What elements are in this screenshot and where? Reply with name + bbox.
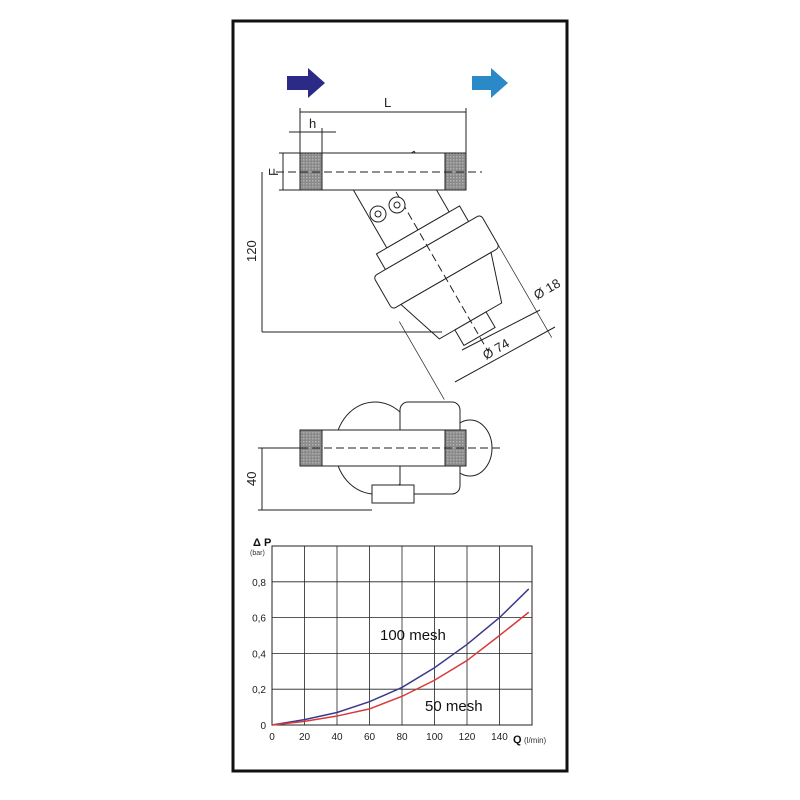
series-line-50-mesh [271, 611, 530, 726]
dim-d18-label: Ø 18 [531, 276, 563, 303]
x-tick-label: 60 [364, 732, 376, 743]
series-label-50-mesh: 50 mesh [425, 698, 483, 715]
dim-length-label: L [384, 95, 391, 110]
y-tick-label: 0 [260, 721, 266, 732]
x-tick-label: 120 [459, 732, 476, 743]
x-tick-label: 20 [299, 732, 311, 743]
y-axis-unit: (bar) [250, 550, 265, 557]
x-axis-unit: (l/min) [524, 736, 547, 745]
frame [231, 19, 569, 773]
outlet-arrow-icon [472, 68, 508, 98]
inlet-arrow-icon [287, 68, 325, 98]
x-tick-label: 100 [426, 732, 443, 743]
top-view-drawing [258, 401, 500, 511]
y-tick-label: 0,6 [252, 614, 266, 625]
pressure-drop-chart: 0 20 40 60 80 100 120 140 0 0,2 0,4 0,6 0,8 [252, 545, 533, 743]
x-tick-label: 0 [269, 732, 275, 743]
x-tick-label: 140 [491, 732, 508, 743]
y-axis-label: Δ P [253, 537, 271, 549]
y-tick-label: 0,4 [252, 649, 266, 660]
dim-h-label: h [309, 116, 316, 131]
x-axis-label: Q [513, 734, 522, 746]
dim-40-label: 40 [244, 472, 259, 486]
dim-120-label: 120 [244, 240, 259, 262]
x-tick-label: 40 [331, 732, 343, 743]
side-view-drawing [261, 108, 556, 400]
series-line-100-mesh [271, 588, 530, 726]
dim-d74-label: Ø 74 [480, 336, 512, 363]
y-tick-label: 0,2 [252, 685, 266, 696]
series-label-100-mesh: 100 mesh [380, 627, 446, 644]
x-tick-label: 80 [396, 732, 408, 743]
dim-f-label: F [266, 168, 281, 176]
y-tick-label: 0,8 [252, 578, 266, 589]
